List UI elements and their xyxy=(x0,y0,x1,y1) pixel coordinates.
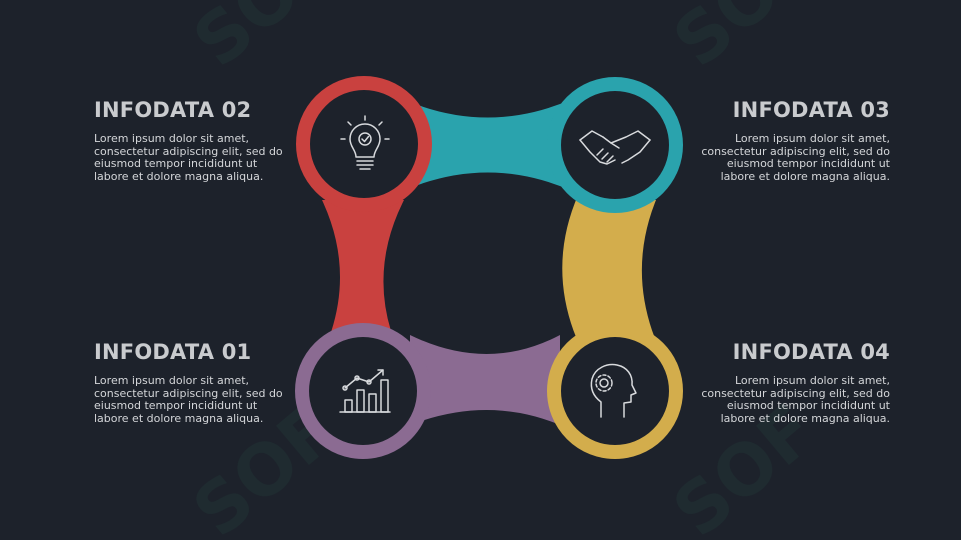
info-title-01: INFODATA 01 xyxy=(94,340,252,364)
info-text-01: Lorem ipsum dolor sit amet, consectetur … xyxy=(94,374,283,425)
info-title-02: INFODATA 02 xyxy=(94,98,252,122)
info-title-03: INFODATA 03 xyxy=(732,98,890,122)
info-title-04: INFODATA 04 xyxy=(732,340,890,364)
connector-gold xyxy=(562,200,662,355)
info-block-03: INFODATA 03 Lorem ipsum dolor sit amet, … xyxy=(700,98,890,183)
head-gear-icon xyxy=(590,363,637,418)
info-block-02: INFODATA 02 Lorem ipsum dolor sit amet, … xyxy=(94,98,284,183)
watermark-text: SOF xyxy=(658,0,832,83)
info-text-03: Lorem ipsum dolor sit amet, consectetur … xyxy=(701,132,890,183)
connector-red xyxy=(322,200,404,355)
lightbulb-icon xyxy=(340,115,390,170)
growth-chart-icon xyxy=(339,369,391,413)
watermark: SOF SOF SOF SOF xyxy=(178,0,832,540)
info-block-04: INFODATA 04 Lorem ipsum dolor sit amet, … xyxy=(700,340,890,425)
ring-purple xyxy=(295,323,431,459)
connector-teal xyxy=(405,100,570,190)
watermark-text: SOF xyxy=(178,0,352,83)
info-block-01: INFODATA 01 Lorem ipsum dolor sit amet, … xyxy=(94,340,284,425)
ring-gold xyxy=(547,323,683,459)
handshake-icon xyxy=(579,130,651,165)
info-text-04: Lorem ipsum dolor sit amet, consectetur … xyxy=(701,374,890,425)
connector-purple xyxy=(410,335,560,425)
ring-red xyxy=(296,76,432,212)
info-text-02: Lorem ipsum dolor sit amet, consectetur … xyxy=(94,132,283,183)
